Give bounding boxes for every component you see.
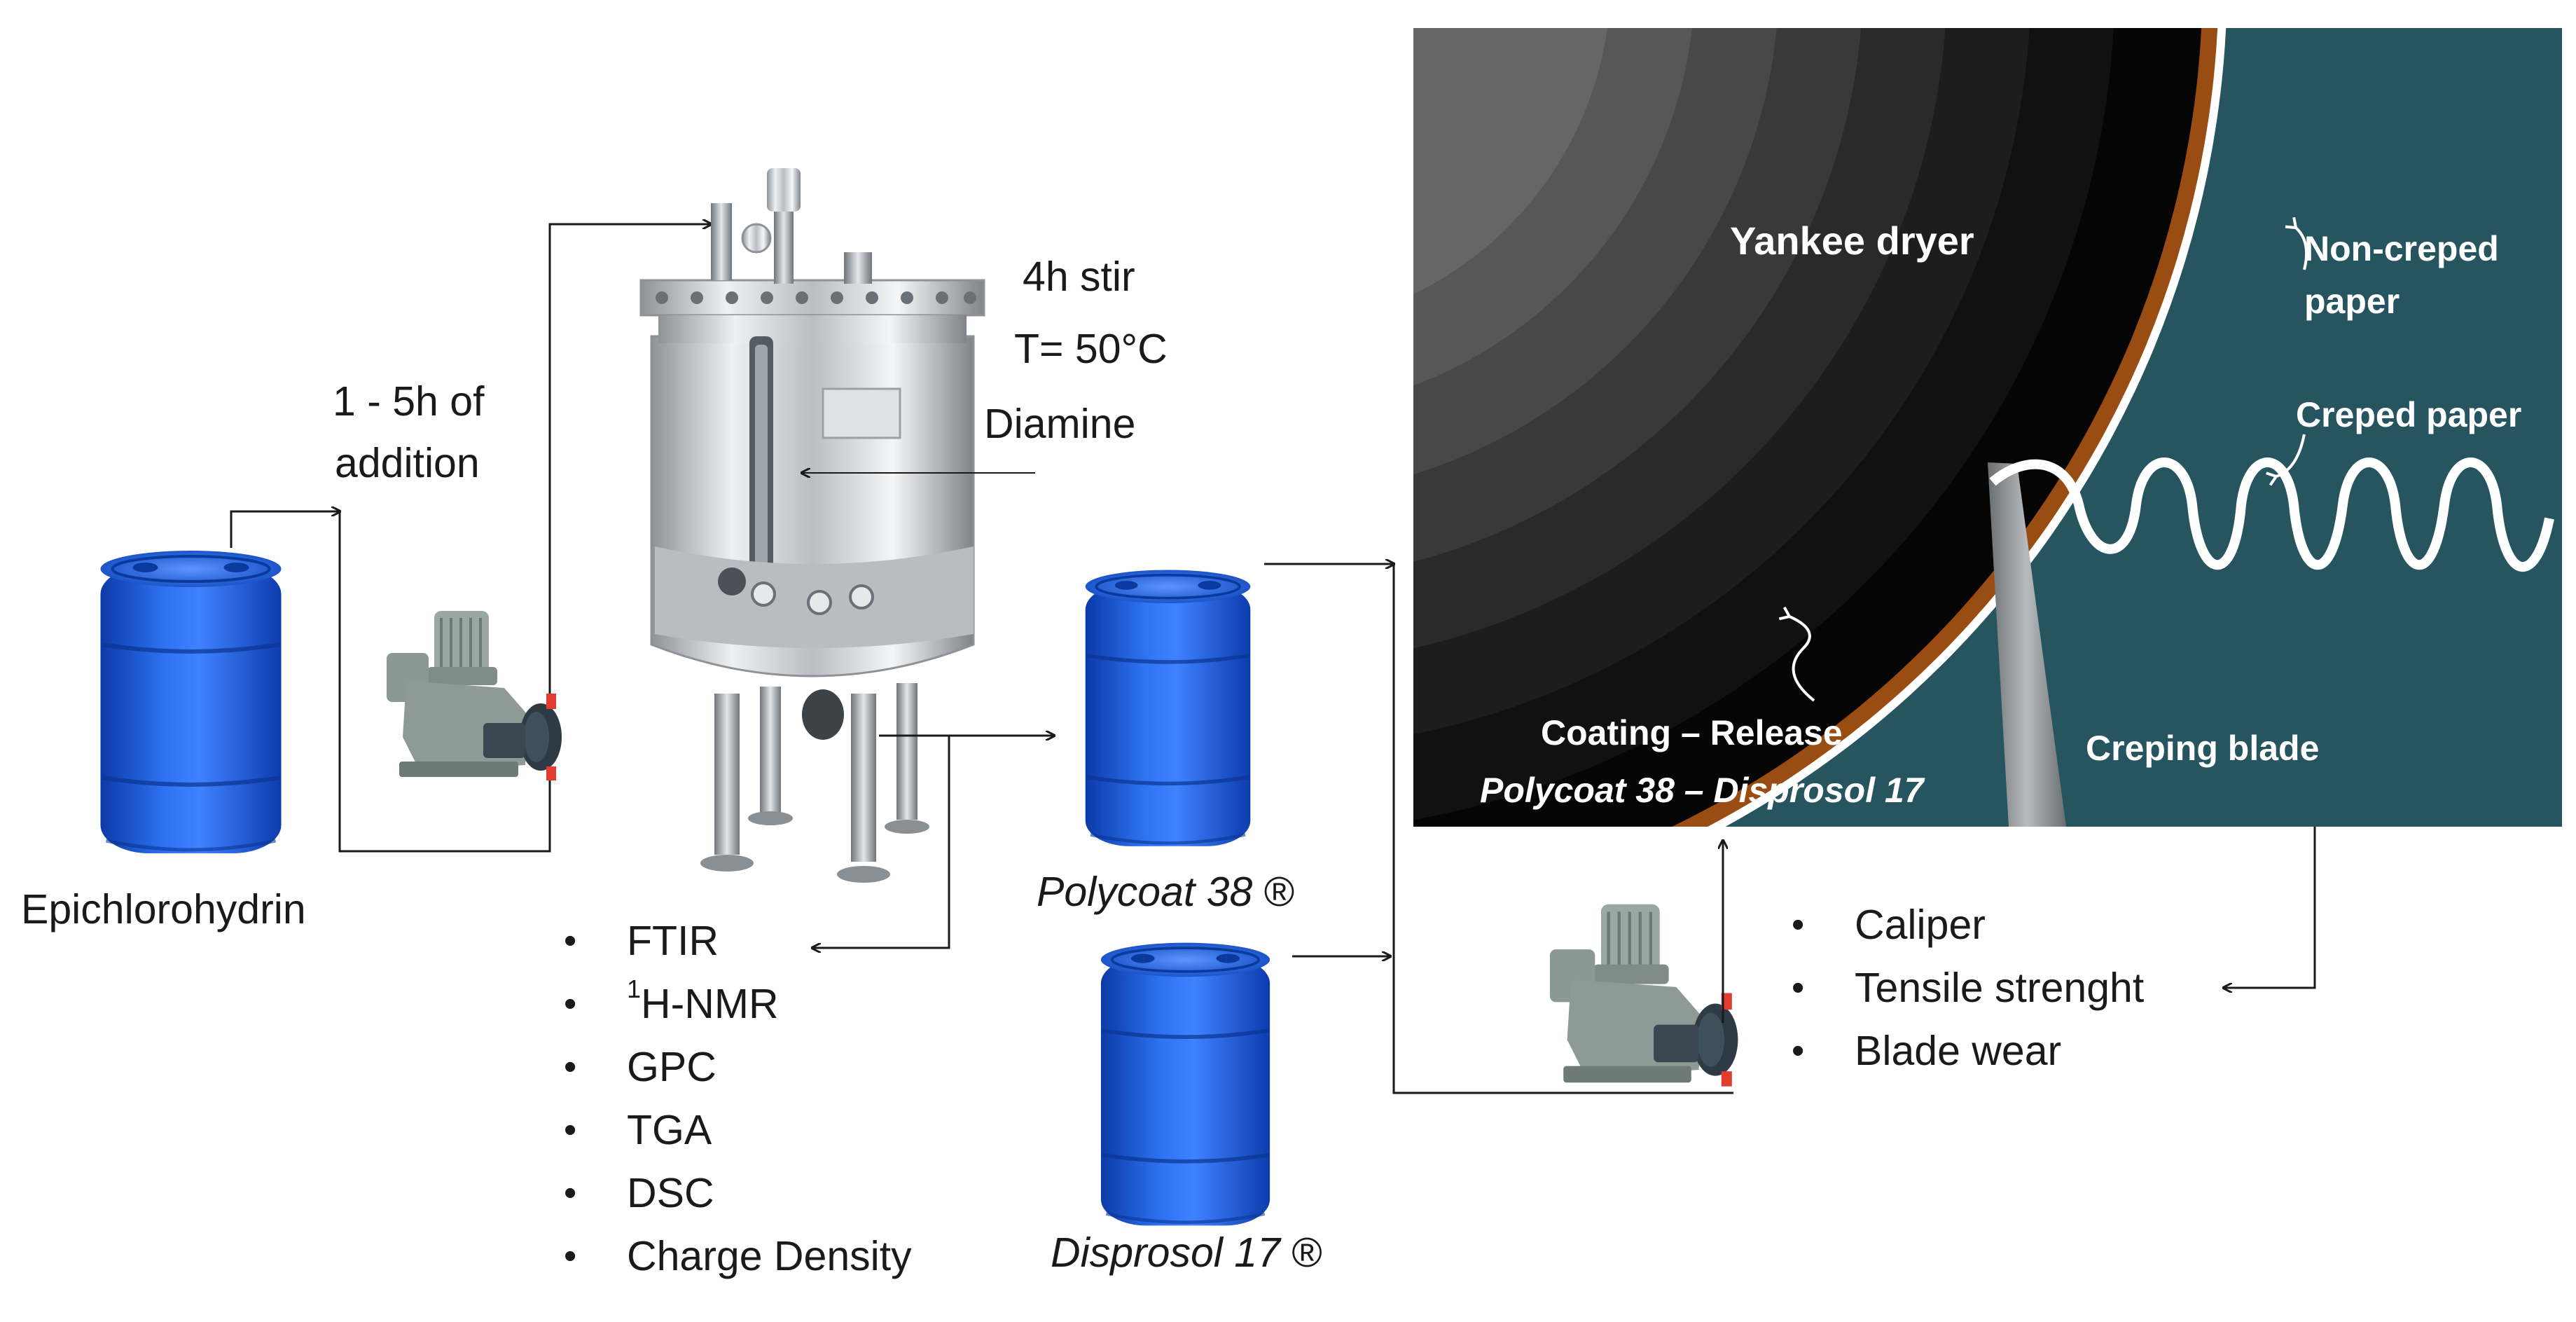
non-creped-label-line2: paper	[2304, 282, 2400, 321]
paper-test-list: Caliper Tensile strenght Blade wear	[1792, 893, 2144, 1082]
disprosol-drum-icon	[1101, 943, 1270, 1226]
coating-products-label: Polycoat 38 – Disprosol 17	[1480, 771, 1924, 810]
coating-pointer	[1778, 606, 1815, 702]
paper-test-item: Blade wear	[1792, 1019, 2144, 1082]
analysis-item-ftir: FTIR	[564, 909, 912, 972]
paper-test-item: Caliper	[1792, 893, 2144, 956]
creped-paper-wave	[1989, 457, 2554, 572]
analysis-item-gpc: GPC	[564, 1035, 912, 1099]
coating-dosing-pump-icon	[1550, 904, 1738, 1087]
disprosol-label: Disprosol 17 ®	[1051, 1230, 1322, 1277]
polycoat-label: Polycoat 38 ®	[1037, 869, 1294, 916]
hnmr-text: H-NMR	[641, 981, 779, 1027]
polycoat-name: Polycoat 38	[1037, 869, 1253, 915]
mix-to-pump-line	[1392, 564, 1733, 1094]
non-creped-pointer	[2285, 216, 2308, 270]
analysis-list: FTIR 1H-NMR GPC TGA DSC Charge Density	[564, 909, 912, 1288]
non-creped-label-line1: Non-creped	[2304, 229, 2499, 268]
epichlorohydrin-feed-line	[230, 511, 340, 548]
pump-to-reactor-line	[338, 224, 711, 853]
analysis-item-hnmr: 1H-NMR	[564, 972, 912, 1035]
paper-test-item: Tensile strenght	[1792, 956, 2144, 1019]
polycoat-registered-mark: ®	[1263, 869, 1295, 915]
dosing-pump-icon	[385, 610, 563, 782]
addition-label: addition	[335, 440, 480, 486]
polycoat-drum-icon	[1086, 570, 1251, 846]
disprosol-name: Disprosol 17	[1051, 1230, 1280, 1276]
epichlorohydrin-drum-icon	[101, 551, 282, 853]
hnmr-superscript: 1	[627, 975, 642, 1003]
creped-pointer	[2266, 434, 2306, 486]
stir-time-label: 4h stir	[1023, 254, 1135, 300]
stainless-reactor-icon	[639, 168, 985, 883]
disprosol-registered-mark: ®	[1292, 1230, 1322, 1276]
creped-paper-label: Creped paper	[2296, 395, 2522, 434]
creping-blade-shape	[1988, 462, 2066, 827]
addition-time-label: 1 - 5h of	[333, 378, 485, 425]
yankee-dryer-label: Yankee dryer	[1730, 219, 1974, 263]
results-line	[2224, 827, 2316, 988]
analysis-item-tga: TGA	[564, 1099, 912, 1162]
epichlorohydrin-label: Epichlorohydrin	[21, 886, 306, 932]
analysis-item-dsc: DSC	[564, 1162, 912, 1225]
analysis-item-charge-density: Charge Density	[564, 1225, 912, 1288]
coating-release-label: Coating – Release	[1541, 713, 1843, 752]
creping-blade-label: Creping blade	[2086, 729, 2320, 768]
yankee-dryer-panel	[1413, 28, 2562, 827]
diamine-label: Diamine	[984, 401, 1136, 447]
temperature-label: T= 50°C	[1014, 326, 1168, 372]
